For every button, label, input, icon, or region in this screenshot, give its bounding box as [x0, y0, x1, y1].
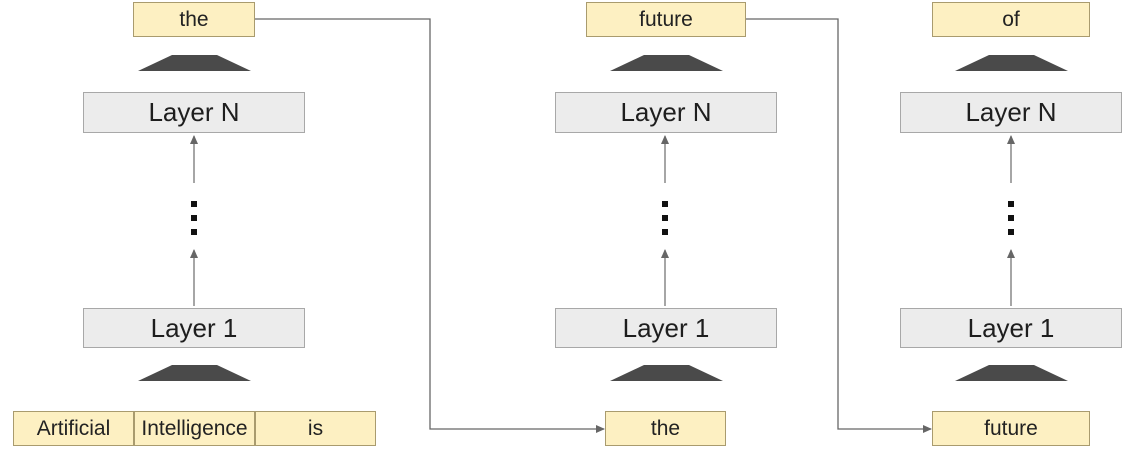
col2-layer-n: Layer N [555, 92, 777, 133]
col1-big-arrow-top-icon [138, 55, 251, 71]
col2-input-token: the [605, 411, 726, 446]
col3-layer-n: Layer N [900, 92, 1122, 133]
col1-input-token-2: Intelligence [134, 411, 255, 446]
col3-input-token: future [932, 411, 1090, 446]
col1-layer-n: Layer N [83, 92, 305, 133]
col3-output-token: of [932, 2, 1090, 37]
col3-big-arrow-top-icon [955, 55, 1068, 71]
col1-layer-1: Layer 1 [83, 308, 305, 348]
col1-input-token-1: Artificial [13, 411, 134, 446]
col1-output-token: the [133, 2, 255, 37]
col1-ellipsis-icon [191, 201, 197, 235]
col2-layer-1: Layer 1 [555, 308, 777, 348]
col2-big-arrow-top-icon [610, 55, 723, 71]
col3-big-arrow-bottom-icon [955, 365, 1068, 381]
col1-input-token-3: is [255, 411, 376, 446]
feedback-wire-2 [746, 18, 932, 433]
col3-ellipsis-icon [1008, 201, 1014, 235]
col2-ellipsis-icon [662, 201, 668, 235]
col2-output-token: future [586, 2, 746, 37]
col3-layer-1: Layer 1 [900, 308, 1122, 348]
col1-big-arrow-bottom-icon [138, 365, 251, 381]
feedback-wire-1 [255, 18, 605, 433]
col2-big-arrow-bottom-icon [610, 365, 723, 381]
